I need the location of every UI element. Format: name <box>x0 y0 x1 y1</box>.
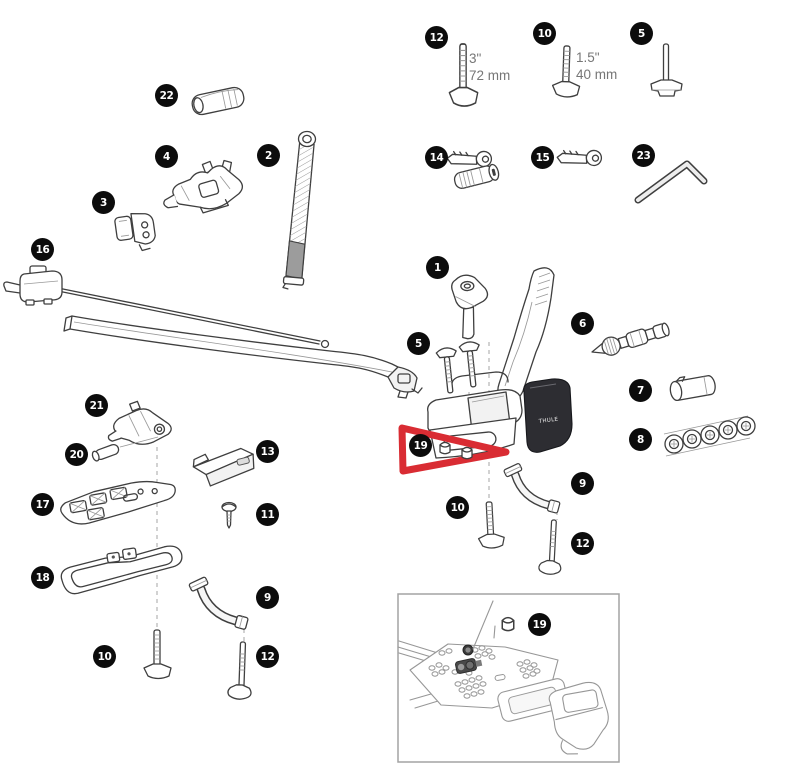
callout-lock-cylinder: 14 <box>425 146 448 169</box>
callout-spare-key: 15 <box>531 146 554 169</box>
inset-detail-box <box>397 593 620 763</box>
bolt-bottom-drawing <box>227 640 254 701</box>
callout-end-cap: 22 <box>155 84 178 107</box>
pan-screw-drawing <box>221 501 237 529</box>
callout-hex-key: 23 <box>632 144 655 167</box>
clamp-mid-drawing <box>504 463 561 513</box>
bolt-72mm-inches: 3" <box>469 51 482 66</box>
knob-set-drawing <box>663 415 756 457</box>
callout-square-nuts: 19 <box>409 434 432 457</box>
hex-key-drawing <box>634 160 708 204</box>
barrel-sleeve-drawing <box>669 375 716 402</box>
pivot-pin-drawing <box>91 436 159 462</box>
callout-main-assembly: 1 <box>426 256 449 279</box>
bolt-mid-drawing <box>537 518 564 576</box>
tbolt-mid-drawing <box>476 500 506 550</box>
wheel-strap-drawing <box>282 130 317 290</box>
callout-pad-plate: 17 <box>31 493 54 516</box>
brand-logo-text: THULE <box>538 417 559 425</box>
tension-adjuster-drawing <box>591 322 670 356</box>
frame-clamp-drawing <box>163 159 244 214</box>
callout-tbolt-mid: 10 <box>446 496 469 519</box>
callout-bolt-mid: 12 <box>571 532 594 555</box>
callout-frame-clamp: 4 <box>155 145 178 168</box>
callout-barrel-sleeve: 7 <box>629 379 652 402</box>
wheel-tray-rail-drawing <box>63 315 423 399</box>
bolt-40mm-millimeters: 40 mm <box>576 67 618 82</box>
callout-bolt-72mm: 12 <box>425 26 448 49</box>
strap-bracket-drawing <box>114 213 156 252</box>
callout-pan-screw: 11 <box>256 503 279 526</box>
bolt-40mm-inches: 1.5" <box>576 50 600 65</box>
spare-key-drawing <box>555 143 604 173</box>
callout-bolt-bottom: 12 <box>256 645 279 668</box>
callout-tbolt-short: 5 <box>630 22 653 45</box>
callout-knob-set: 8 <box>629 428 652 451</box>
release-lever-drawing <box>107 400 172 445</box>
highlight-arrow <box>398 424 510 475</box>
wedge-block-drawing <box>192 447 255 487</box>
cable-assembly-drawing <box>3 265 330 349</box>
bolt-40mm-dimension-label: 1.5" 40 mm <box>576 49 617 83</box>
callout-tbolt-bottom: 10 <box>93 645 116 668</box>
pad-plate-drawing <box>60 480 176 525</box>
lock-cylinder-drawing <box>445 144 500 189</box>
callout-clamp-bottom: 9 <box>256 586 279 609</box>
callout-wedge-block: 13 <box>256 440 279 463</box>
callout-mount-frame: 18 <box>31 566 54 589</box>
clamp-bottom-drawing <box>189 577 249 630</box>
callout-strap-bracket: 3 <box>92 191 115 214</box>
tbolt-pair-drawing <box>435 340 485 395</box>
tbolt-short-drawing <box>650 43 683 97</box>
callout-wheel-strap: 2 <box>257 144 280 167</box>
callout-tension-adjuster: 6 <box>571 312 594 335</box>
callout-release-lever: 21 <box>85 394 108 417</box>
end-cap-sleeve-drawing <box>191 86 245 116</box>
tbolt-bottom-drawing <box>143 629 172 680</box>
callout-tbolt-pair: 5 <box>407 332 430 355</box>
main-assembly-drawing: THULE <box>427 267 573 459</box>
callout-bolt-40mm: 10 <box>533 22 556 45</box>
callout-cable-assembly: 16 <box>31 238 54 261</box>
callout-clamp-mid: 9 <box>571 472 594 495</box>
mount-frame-drawing <box>60 545 183 595</box>
callout-inset-nut: 19 <box>528 613 551 636</box>
bolt-72mm-millimeters: 72 mm <box>469 68 511 83</box>
callout-pivot-pin: 20 <box>65 443 88 466</box>
bolt-72mm-dimension-label: 3" 72 mm <box>469 50 510 84</box>
